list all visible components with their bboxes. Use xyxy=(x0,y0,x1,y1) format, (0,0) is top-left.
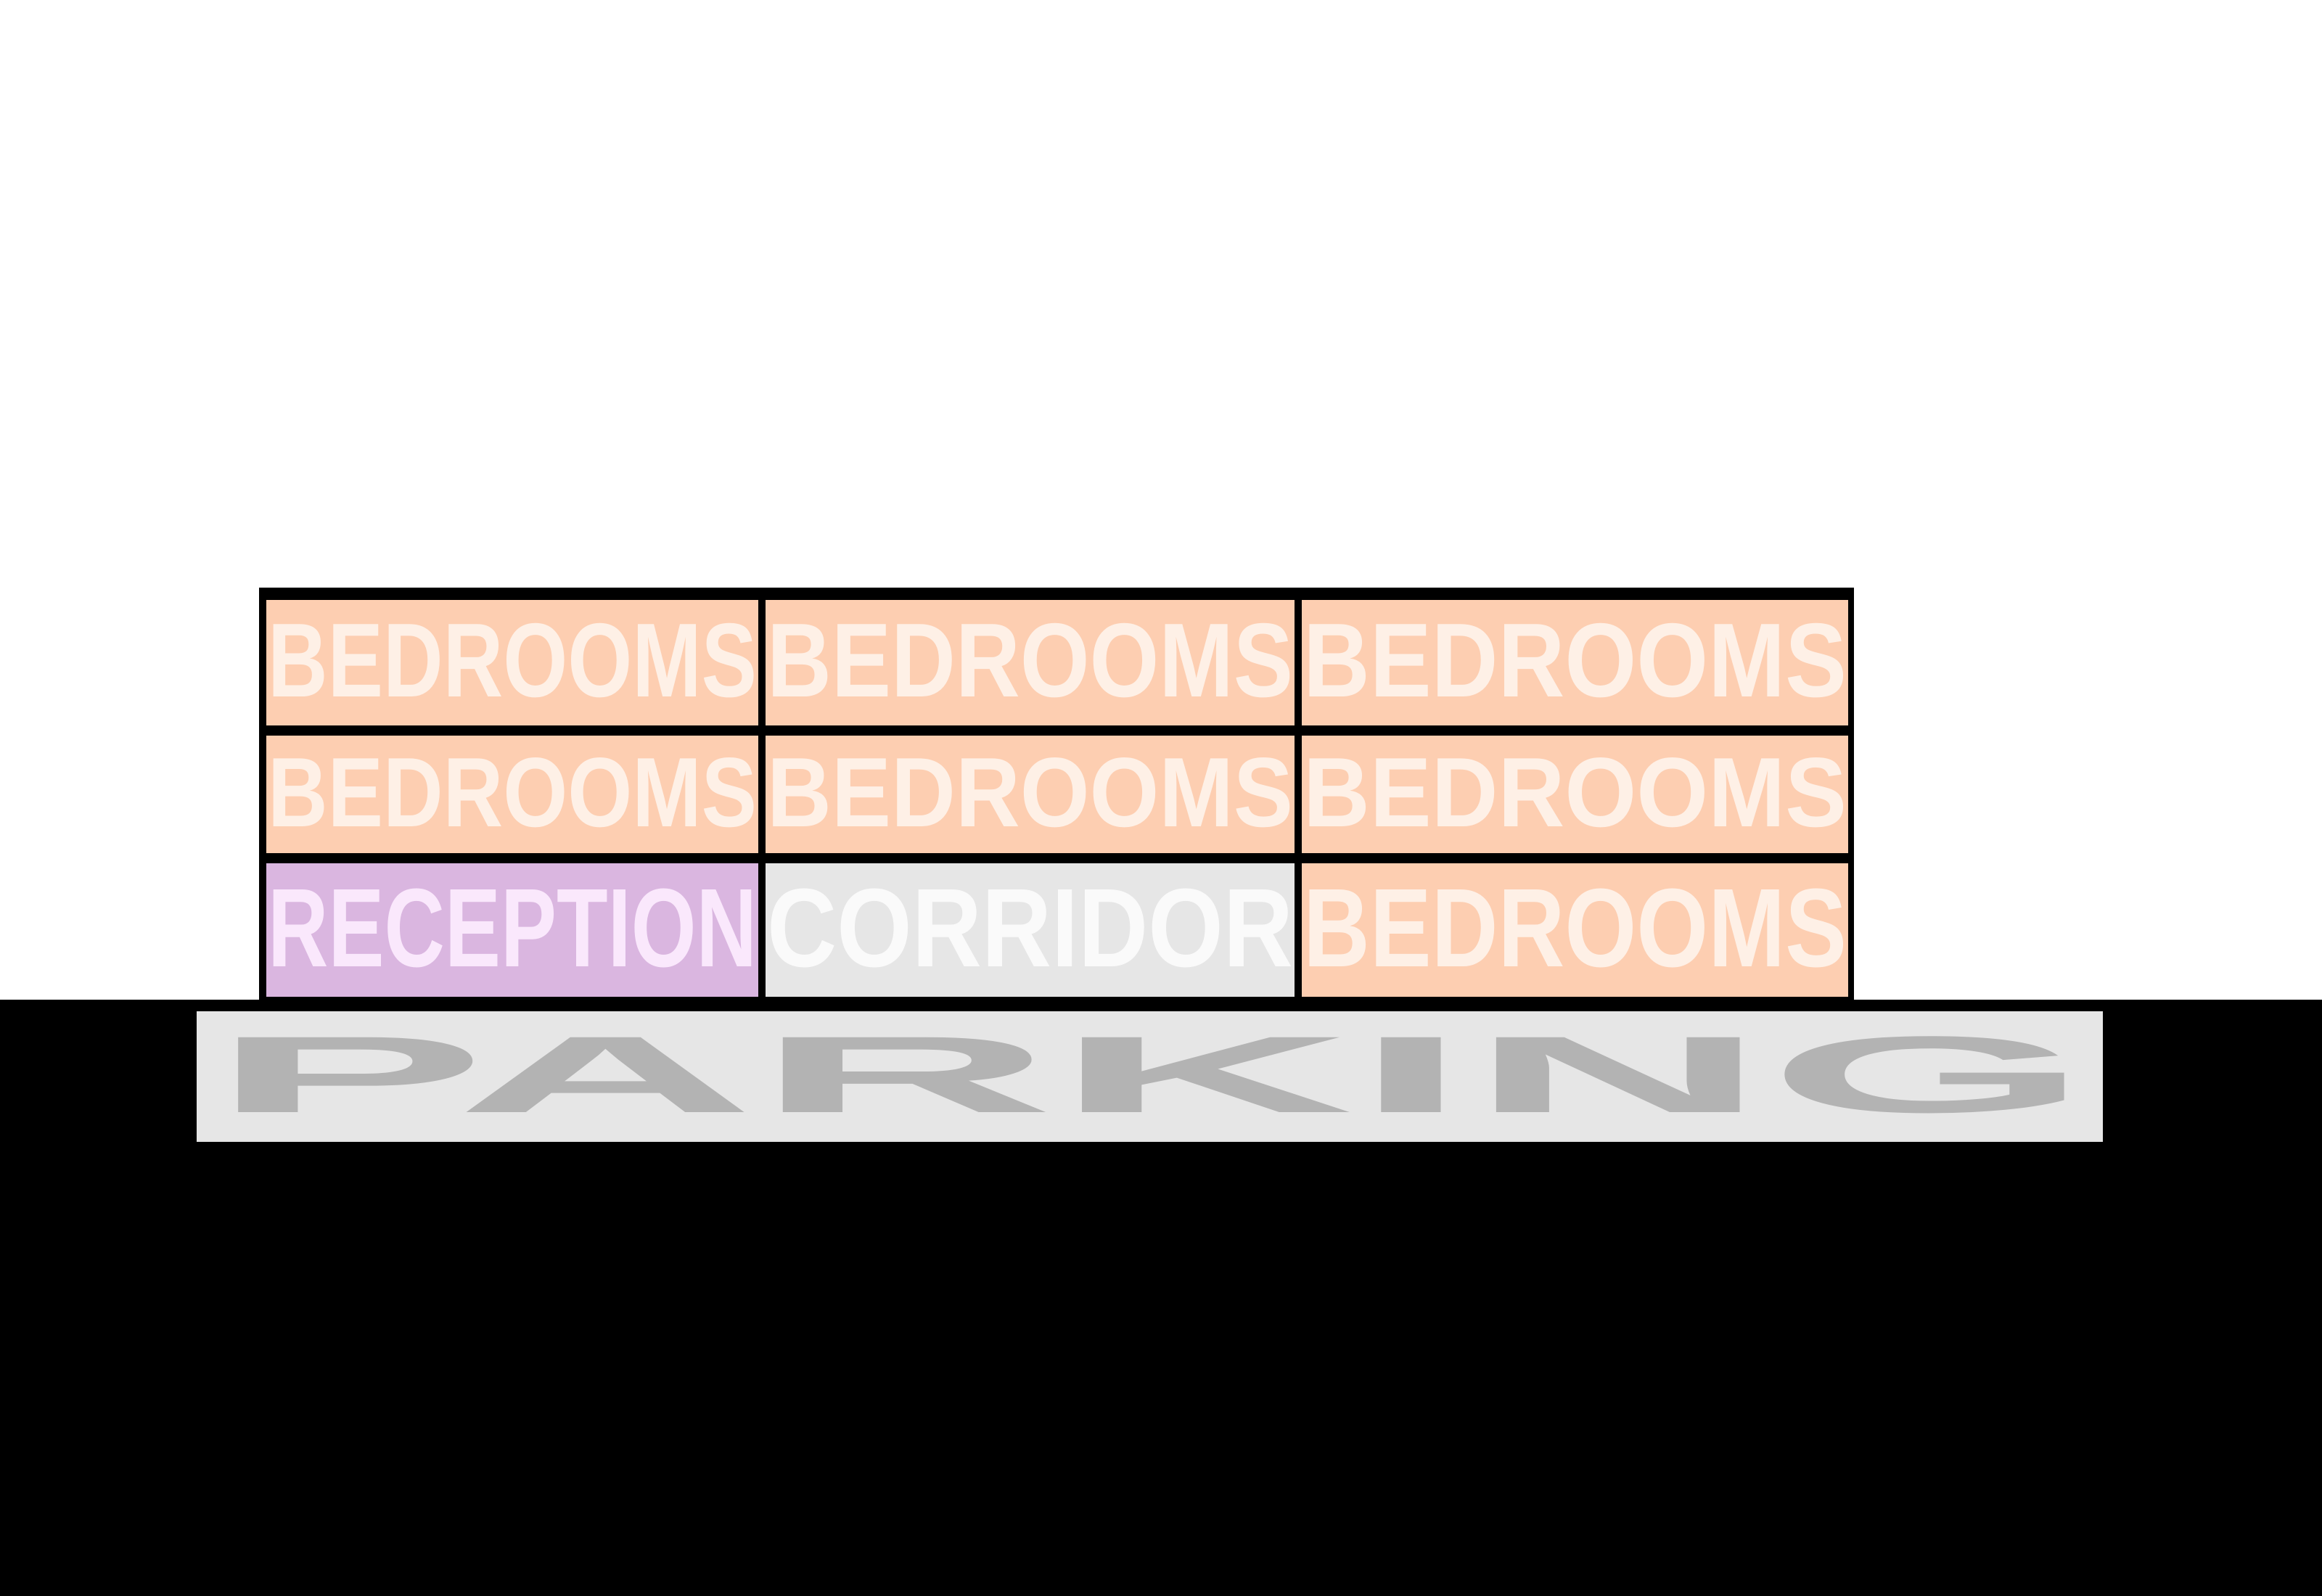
room-cell-background xyxy=(1302,600,1848,725)
room-cell-background xyxy=(766,863,1295,997)
room-label: BEDROOMS xyxy=(268,737,757,847)
room-cell-bedrooms: BEDROOMS xyxy=(266,600,758,725)
room-label: BEDROOMS xyxy=(1303,737,1847,847)
room-cell-reception: RECEPTION xyxy=(266,863,758,997)
room-cell-bedrooms: BEDROOMS xyxy=(266,736,758,853)
room-cell-background xyxy=(266,736,758,853)
room-cell-bedrooms: BEDROOMS xyxy=(1302,600,1848,725)
room-cell-background xyxy=(766,600,1295,725)
room-cell-bedrooms: BEDROOMS xyxy=(766,600,1295,725)
room-label: BEDROOMS xyxy=(1303,601,1847,719)
room-cell-background xyxy=(266,863,758,997)
room-label: RECEPTION xyxy=(268,865,757,990)
room-cell-background xyxy=(766,736,1295,853)
room-label: BEDROOMS xyxy=(767,601,1293,719)
room-cell-background xyxy=(1302,863,1848,997)
room-cell-bedrooms: BEDROOMS xyxy=(1302,736,1848,853)
room-label: CORRIDOR xyxy=(767,865,1293,990)
room-label: BEDROOMS xyxy=(268,601,757,719)
parking-label: PARKING xyxy=(210,1013,2090,1135)
room-label: BEDROOMS xyxy=(767,737,1293,847)
room-cell-bedrooms: BEDROOMS xyxy=(766,736,1295,853)
room-cell-bedrooms: BEDROOMS xyxy=(1302,863,1848,997)
parking-band: PARKING xyxy=(197,1011,2103,1142)
room-cell-background xyxy=(1302,736,1848,853)
room-label: BEDROOMS xyxy=(1303,865,1847,990)
room-cell-background xyxy=(266,600,758,725)
room-cell-corridor: CORRIDOR xyxy=(766,863,1295,997)
parking-background xyxy=(197,1011,2103,1142)
